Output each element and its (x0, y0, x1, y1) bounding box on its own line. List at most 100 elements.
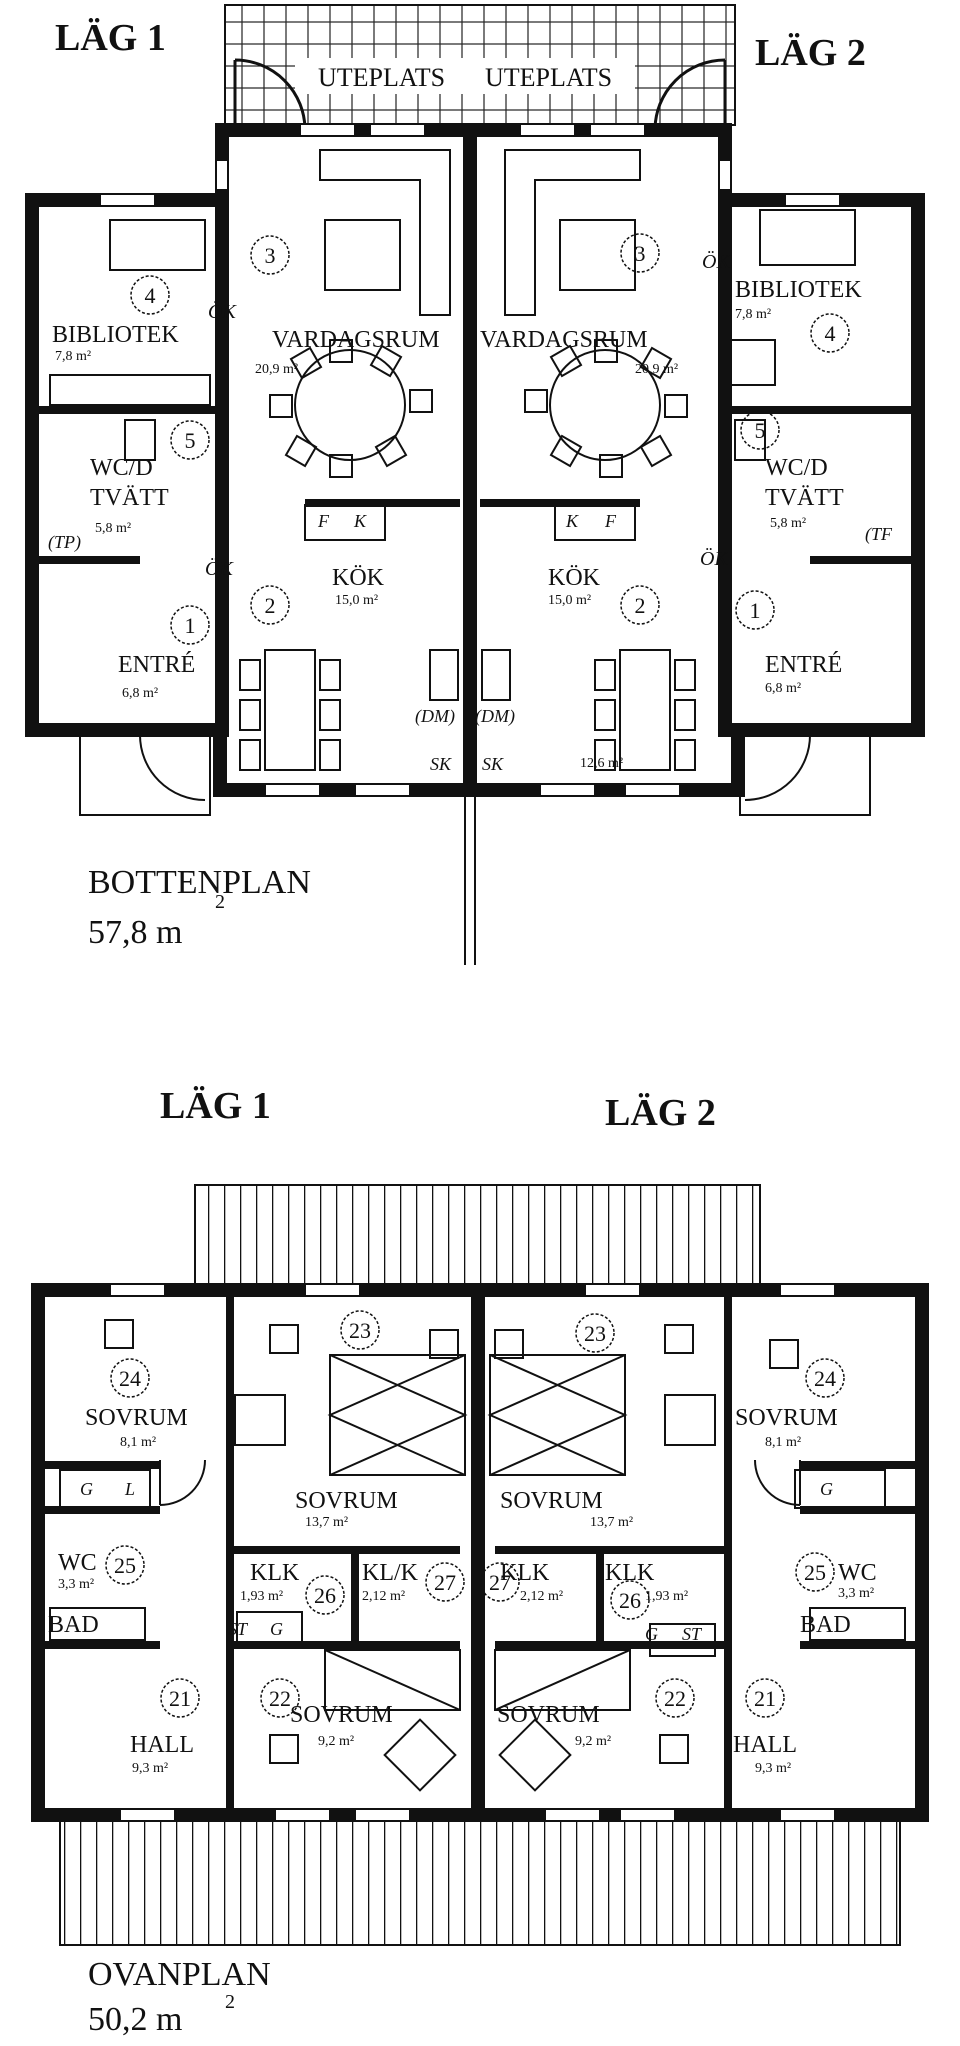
upper-num-sovrum-corner-right: 24 (814, 1366, 836, 1391)
upper-area-klk-a-left: 1,93 m² (240, 1589, 283, 1604)
terrace-label-left: UTEPLATS (318, 63, 445, 92)
ground-furniture-right (481, 149, 856, 771)
upper-area-sovrum-corner-right: 8,1 m² (765, 1435, 801, 1450)
upper-name-klk-b-right: KLK (500, 1560, 550, 1586)
ground-inner-walls (32, 406, 918, 564)
room-name-vardagsrum-left: VARDAGSRUM (272, 327, 440, 353)
room-num-bibliotek-right: 4 (825, 321, 836, 346)
upper-outer-walls (31, 1283, 929, 1822)
upper-unit-label-right: LÄG 2 (605, 1092, 716, 1134)
upper-num-sovrum-small-right: 22 (664, 1686, 686, 1711)
ground-furniture-left (49, 149, 459, 771)
dm-label-left: (DM) (415, 706, 455, 727)
upper-roof-top (194, 1184, 761, 1291)
room-num-wc-left: 5 (185, 428, 196, 453)
upper-g-right: G (820, 1479, 833, 1499)
ground-room-circles (130, 233, 850, 645)
room-num-wc-right: 5 (755, 418, 766, 443)
k-label-left: K (353, 511, 367, 531)
entry-door-right (744, 734, 812, 801)
room-area-kok-left: 15,0 m² (335, 593, 378, 608)
room-name-tvatt-left: TVÄTT (90, 485, 169, 511)
upper-stairs (324, 1354, 631, 1711)
terrace-label-right: UTEPLATS (485, 63, 612, 92)
upper-name-sovrum-big-right: SOVRUM (500, 1488, 603, 1514)
upper-plan-area-sup: 2 (225, 1991, 235, 2013)
ok-label-3: ÖK (702, 250, 731, 273)
room-name-wc-left: WC/D (90, 455, 153, 481)
upper-num-wc-left: 25 (114, 1553, 136, 1578)
upper-windows (109, 1283, 836, 1822)
upper-l-left: L (124, 1479, 135, 1499)
f-label-left: F (317, 511, 330, 531)
upper-num-sovrum-corner-left: 24 (119, 1366, 141, 1391)
upper-num-sovrum-big-right: 23 (584, 1321, 606, 1346)
room-name-bibliotek-right: BIBLIOTEK (735, 277, 862, 303)
room-area-vardagsrum-right: 20,9 m² (635, 362, 678, 377)
upper-name-sovrum-big-left: SOVRUM (295, 1488, 398, 1514)
room-num-entre-left: 1 (185, 613, 196, 638)
upper-area-wc-left: 3,3 m² (58, 1577, 94, 1592)
room-area-bibliotek-left: 7,8 m² (55, 349, 91, 364)
room-num-vardagsrum-left: 3 (265, 243, 276, 268)
entry-porch-left (79, 730, 211, 816)
upper-roof-bottom (59, 1814, 901, 1946)
room-name-entre-left: ENTRÉ (118, 652, 195, 678)
upper-num-klk-b-left: 27 (434, 1570, 456, 1595)
upper-area-hall-right: 9,3 m² (755, 1761, 791, 1776)
room-num-bibliotek-left: 4 (145, 283, 156, 308)
upper-num-klk-a-left: 26 (314, 1583, 336, 1608)
room-area-bibliotek-right: 7,8 m² (735, 307, 771, 322)
upper-num-klk-a-right: 26 (619, 1588, 641, 1613)
room-name-kok-left: KÖK (332, 565, 385, 591)
upper-area-klk-b-right: 2,12 m² (520, 1589, 563, 1604)
upper-inner-walls (38, 1290, 922, 1815)
room-name-vardagsrum-right: VARDAGSRUM (480, 327, 648, 353)
upper-num-klk-b-right: 27 (489, 1570, 511, 1595)
ok-label-2: ÖK (205, 557, 234, 580)
ground-plan-title: BOTTENPLAN (88, 864, 311, 901)
terrace-door-left (233, 58, 307, 131)
upper-name-klk-a-left: KLK (250, 1560, 300, 1586)
ground-windows (99, 123, 841, 797)
room-name-kok-right: KÖK (548, 565, 601, 591)
terrace-door-right (653, 58, 727, 131)
upper-st-right: ST (682, 1624, 703, 1644)
room-area-wc-left: 5,8 m² (95, 521, 131, 536)
tp-label-right: (TF (865, 524, 893, 545)
room-num-kok-left: 2 (265, 593, 276, 618)
room-area-entre-left: 6,8 m² (122, 686, 158, 701)
upper-name-klk-a-right: KLK (605, 1560, 655, 1586)
room-name-bibliotek-left: BIBLIOTEK (52, 322, 179, 348)
upper-name-hall-right: HALL (733, 1732, 797, 1758)
upper-g-left-2: G (270, 1619, 283, 1639)
room-area-entre-right: 6,8 m² (765, 681, 801, 696)
ground-plan-area: 57,8 m (88, 914, 182, 951)
upper-area-wc-right: 3,3 m² (838, 1586, 874, 1601)
upper-bad-right: BAD (800, 1612, 851, 1638)
upper-area-sovrum-big-right: 13,7 m² (590, 1515, 633, 1530)
upper-bad-left: BAD (48, 1612, 99, 1638)
room-name-wc-right: WC/D (765, 455, 828, 481)
upper-name-sovrum-corner-right: SOVRUM (735, 1405, 838, 1431)
room-area-wc-right: 5,8 m² (770, 516, 806, 531)
upper-name-hall-left: HALL (130, 1732, 194, 1758)
upper-area-sovrum-big-left: 13,7 m² (305, 1515, 348, 1530)
upper-floor-plan: LÄG 1 LÄG 2 (31, 1085, 929, 2038)
extra-area-label: 12,6 m² (580, 756, 623, 771)
entry-porch-right (739, 730, 871, 816)
upper-furniture (49, 1319, 906, 1792)
upper-g-left: G (80, 1479, 93, 1499)
tp-label-left: (TP) (48, 532, 81, 553)
upper-st-left: ST (228, 1619, 249, 1639)
room-num-kok-right: 2 (635, 593, 646, 618)
upper-g-right-2: G (645, 1624, 658, 1644)
ground-floor-plan: LÄG 1 LÄG 2 UTEPLATS UTEPLATS (25, 4, 925, 965)
room-area-kok-right: 15,0 m² (548, 593, 591, 608)
upper-num-wc-right: 25 (804, 1560, 826, 1585)
upper-num-hall-left: 21 (169, 1686, 191, 1711)
upper-num-sovrum-small-left: 22 (269, 1686, 291, 1711)
upper-area-klk-b-left: 2,12 m² (362, 1589, 405, 1604)
